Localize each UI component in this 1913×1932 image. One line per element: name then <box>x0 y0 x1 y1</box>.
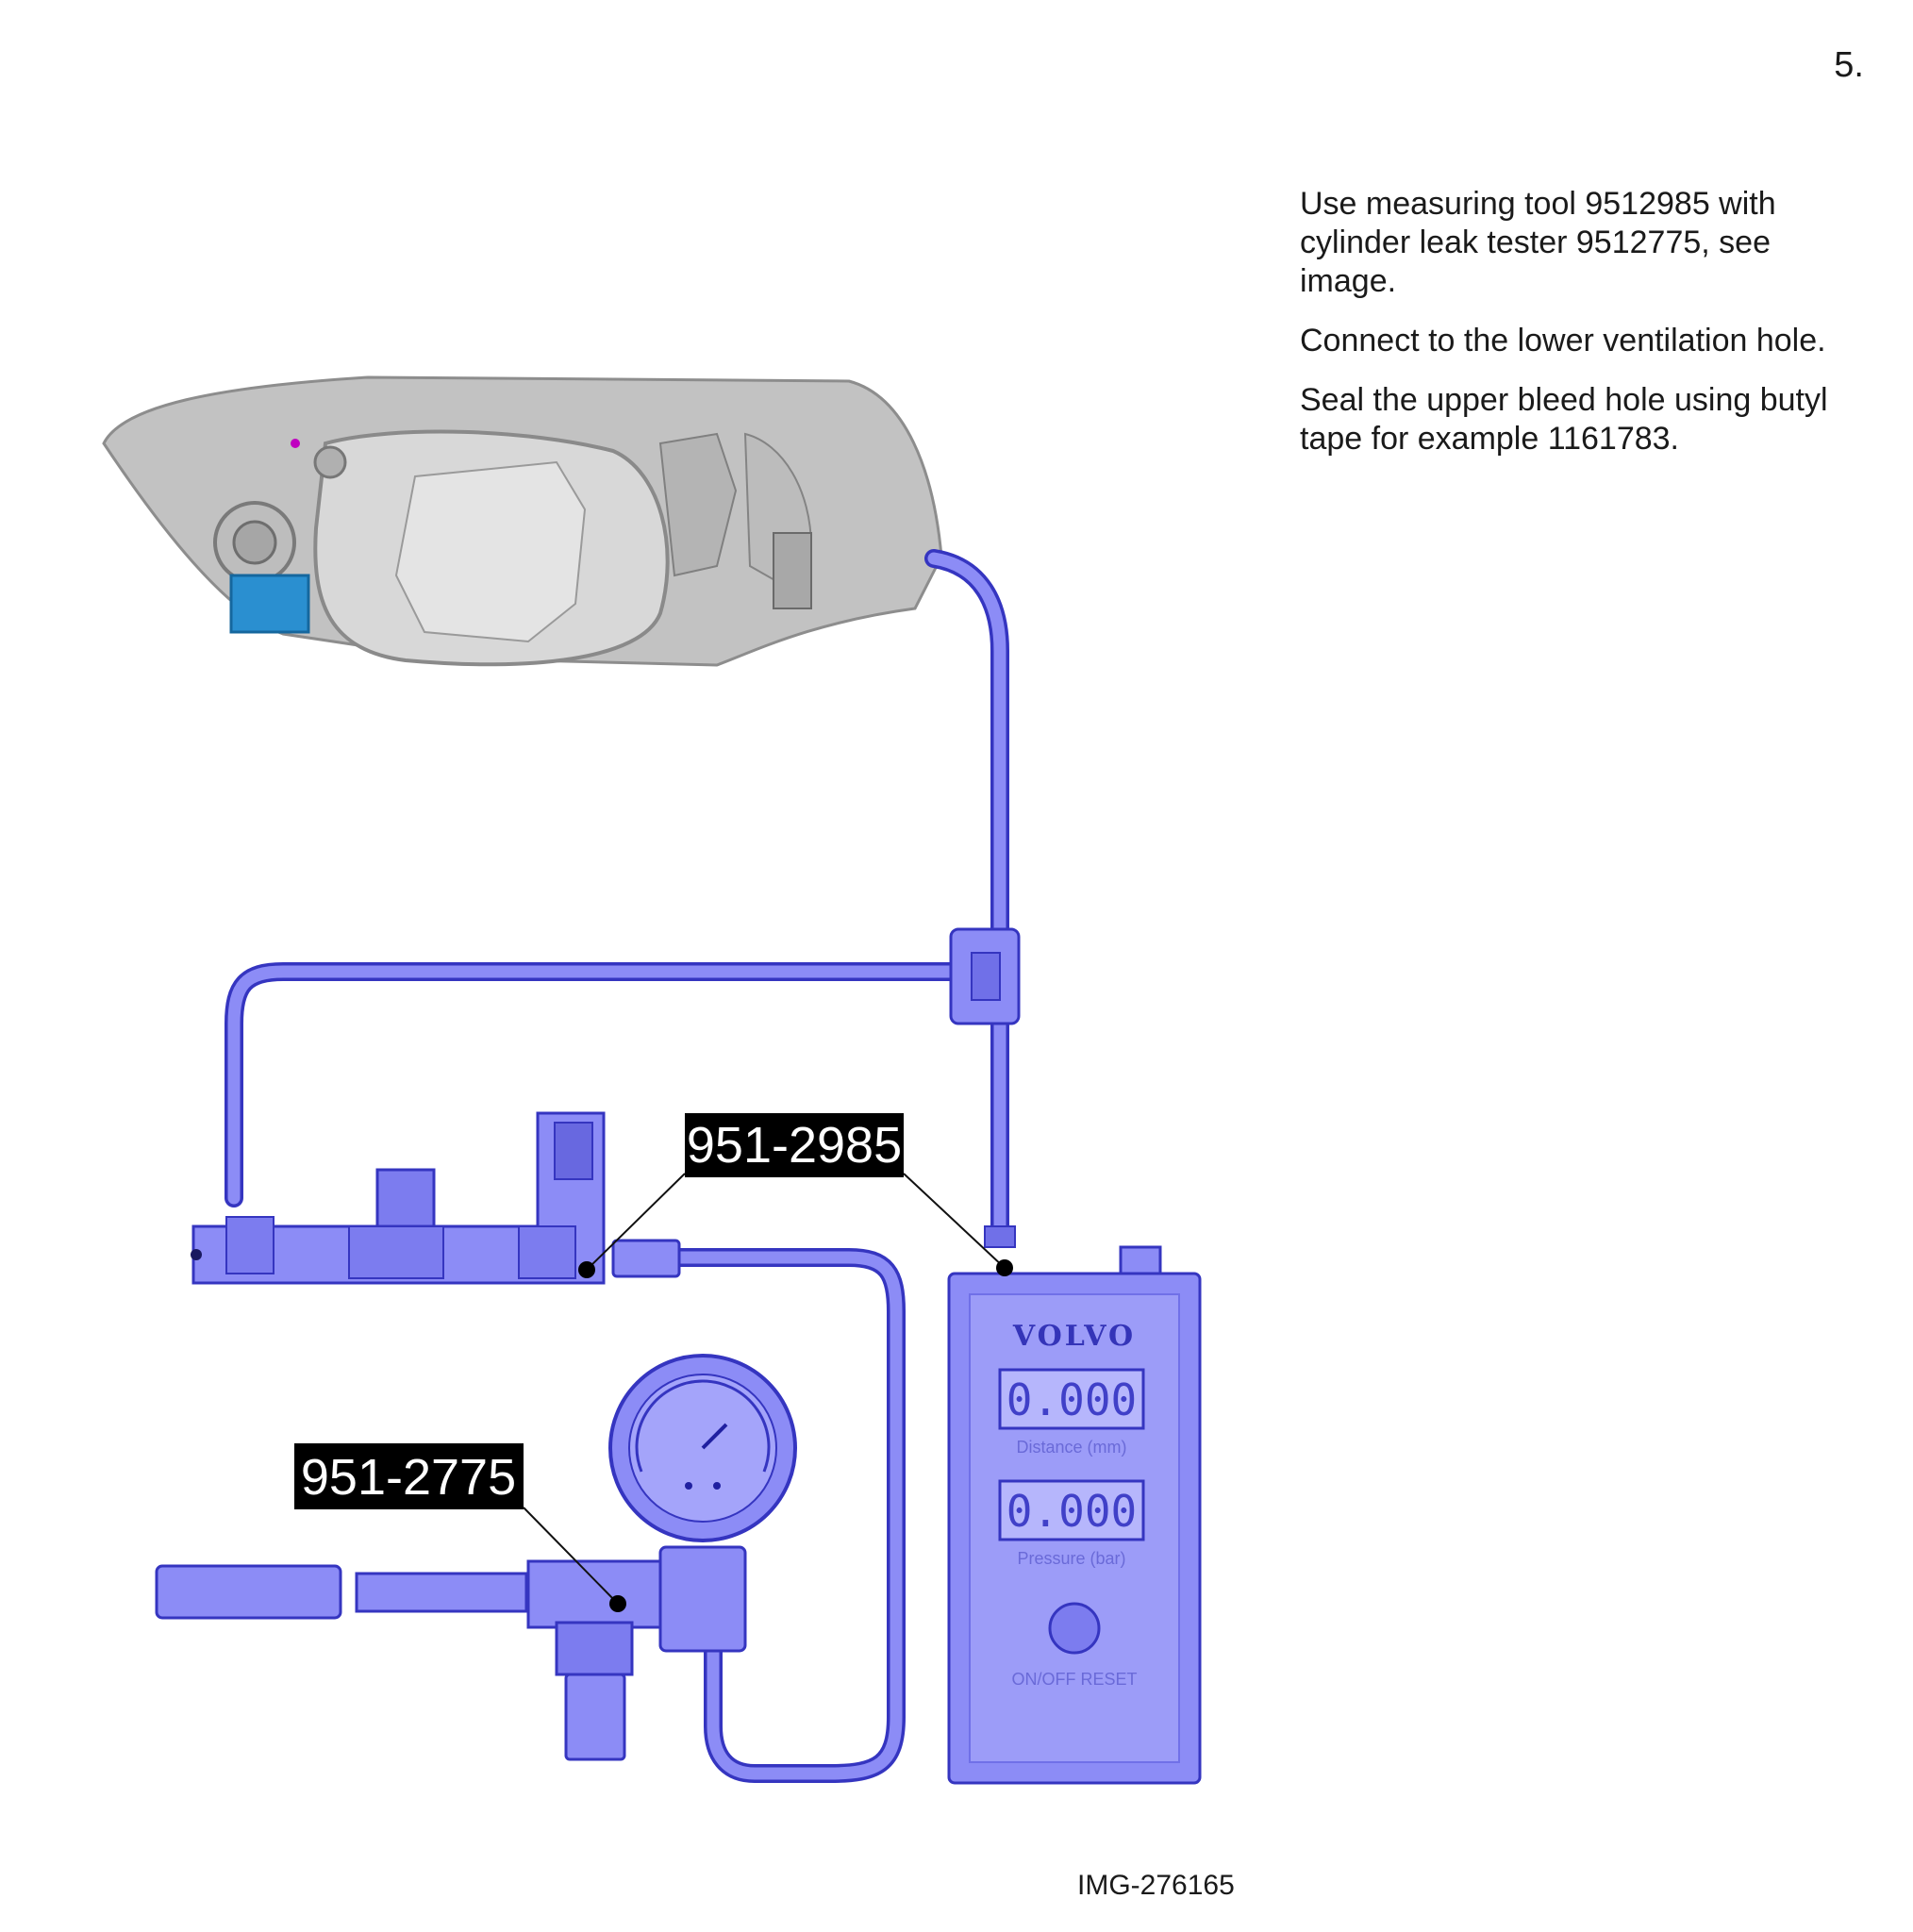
hoses <box>225 549 1009 1783</box>
callout-label-9512775: 951-2775 <box>301 1449 516 1506</box>
device-brand: VOLVO <box>1012 1320 1136 1353</box>
upper-bleed-hole-marker <box>291 439 300 448</box>
pressure-label: Pressure (bar) <box>1017 1549 1125 1568</box>
callout-leak-tester: 951-2775 <box>294 1443 626 1612</box>
leak-tester <box>155 1354 797 1761</box>
distance-label: Distance (mm) <box>1016 1438 1126 1457</box>
instructions: Use measuring tool 9512985 with cylinder… <box>1300 185 1866 479</box>
button-labels: ON/OFF RESET <box>1011 1670 1137 1689</box>
instruction-connect: Connect to the lower ventilation hole. <box>1300 323 1826 358</box>
measuring-device: VOLVO 0.000 Distance (mm) 0.000 Pressure… <box>947 1245 1202 1785</box>
instruction-tool-usage: Use measuring tool 9512985 with cylinder… <box>1300 186 1776 299</box>
callout-label-9512985: 951-2985 <box>687 1117 902 1174</box>
measuring-tool-manifold <box>191 1111 681 1285</box>
headlamp-connector-icon <box>229 574 310 634</box>
pressure-value: 0.000 <box>1006 1486 1137 1537</box>
image-id: IMG-276165 <box>1077 1870 1235 1901</box>
headlamp-assembly <box>102 375 943 667</box>
distance-value: 0.000 <box>1006 1374 1137 1425</box>
gauge-needle <box>701 1423 728 1450</box>
distance-display <box>998 1368 1145 1430</box>
callout-measuring-tool: 951-2985 <box>578 1113 1013 1278</box>
pressure-display <box>998 1479 1145 1541</box>
quick-coupling <box>155 1564 342 1620</box>
step-number: 5. <box>1834 45 1864 85</box>
t-fitting <box>949 927 1021 1248</box>
on-off-reset-button <box>1048 1602 1101 1655</box>
instruction-seal: Seal the upper bleed hole using butyl ta… <box>1300 382 1828 457</box>
